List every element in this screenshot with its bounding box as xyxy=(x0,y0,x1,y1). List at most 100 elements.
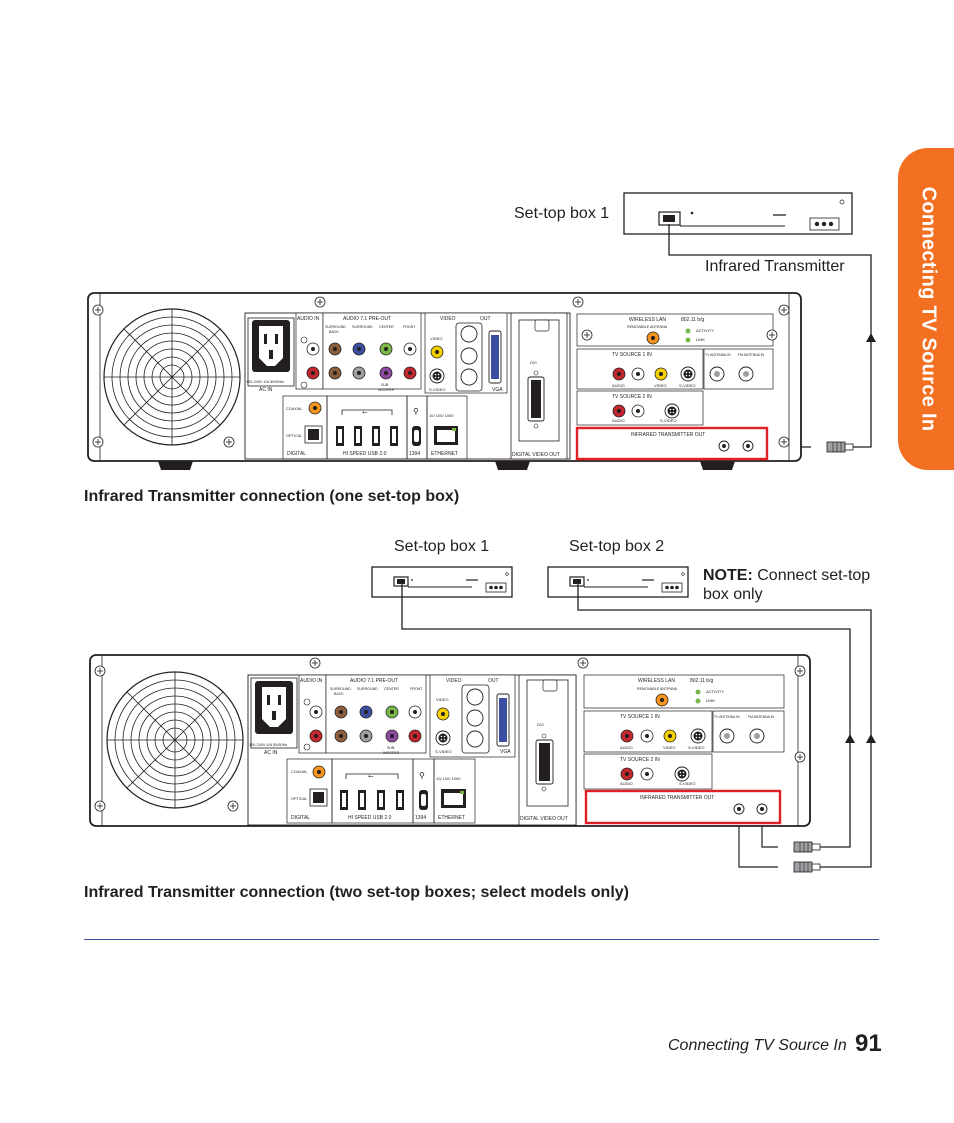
svg-text:SURROUND: SURROUND xyxy=(352,325,373,329)
svg-text:TV SOURCE 1 IN: TV SOURCE 1 IN xyxy=(620,714,660,720)
settop-box-1-device xyxy=(623,192,853,235)
svg-text:S-VIDEO: S-VIDEO xyxy=(688,745,704,750)
svg-text:VIDEO: VIDEO xyxy=(446,678,462,684)
pc-back-panel-2: 100-240V 4/A 50/60Hz AC IN AUDIO IN AUDI… xyxy=(89,654,811,827)
svg-text:WIRELESS LAN: WIRELESS LAN xyxy=(629,317,666,323)
svg-text:⭠: ⭠ xyxy=(368,773,374,780)
svg-text:⚲: ⚲ xyxy=(413,407,419,416)
note: NOTE: Connect set-top box only xyxy=(703,566,878,604)
note-text: Connect set-top box only xyxy=(703,567,871,603)
svg-text:AUDIO: AUDIO xyxy=(620,781,633,786)
svg-text:10/ 100/ 1000: 10/ 100/ 1000 xyxy=(429,413,454,418)
settop-box-1-label: Set-top box 1 xyxy=(514,205,610,222)
svg-text:WOOFER: WOOFER xyxy=(383,751,400,755)
page-number: 91 xyxy=(855,1030,882,1057)
svg-text:COAXIAL: COAXIAL xyxy=(291,770,307,774)
settop-box-2-label: Set-top box 2 xyxy=(569,538,665,555)
svg-text:VIDEO: VIDEO xyxy=(440,316,456,322)
svg-text:OPTICAL: OPTICAL xyxy=(286,434,302,438)
svg-text:DIGITAL VIDEO OUT: DIGITAL VIDEO OUT xyxy=(512,452,560,458)
svg-text:AUDIO 7.1 PRE-OUT: AUDIO 7.1 PRE-OUT xyxy=(343,316,391,322)
svg-text:AUDIO: AUDIO xyxy=(620,745,633,750)
svg-text:DIGITAL: DIGITAL xyxy=(291,815,310,821)
svg-text:S-VIDEO: S-VIDEO xyxy=(435,749,451,754)
settop-box-1-label-b: Set-top box 1 xyxy=(394,538,490,555)
infrared-transmitter-label: Infrared Transmitter xyxy=(705,258,845,275)
svg-text:AUDIO: AUDIO xyxy=(612,383,625,388)
svg-text:S-VIDEO: S-VIDEO xyxy=(679,383,695,388)
settop-box-2-device xyxy=(547,566,689,598)
svg-text:100-240V 4/A 50/60Hz: 100-240V 4/A 50/60Hz xyxy=(246,380,284,384)
svg-text:SURROUND: SURROUND xyxy=(330,687,351,691)
ir-out-highlight-1 xyxy=(575,426,769,461)
footer-title: Connecting TV Source In xyxy=(668,1037,847,1054)
svg-text:SUB: SUB xyxy=(387,746,395,750)
svg-text:VGA: VGA xyxy=(492,387,503,393)
diagram-two-settop: 100-240V 4/A 50/60Hz AC IN AUDIO IN AUDI… xyxy=(89,566,876,873)
svg-text:FM ANTENNA IN: FM ANTENNA IN xyxy=(748,715,775,719)
svg-text:VIDEO: VIDEO xyxy=(436,697,448,702)
svg-text:802.11 b/g: 802.11 b/g xyxy=(690,678,713,684)
svg-text:VIDEO: VIDEO xyxy=(430,336,442,341)
svg-text:FM ANTENNA IN: FM ANTENNA IN xyxy=(738,353,765,357)
svg-text:BACK: BACK xyxy=(329,330,339,334)
svg-text:FRONT: FRONT xyxy=(410,687,423,691)
svg-text:BACK: BACK xyxy=(334,692,344,696)
svg-text:TV SOURCE 2 IN: TV SOURCE 2 IN xyxy=(620,757,660,763)
svg-text:TV ANTENNA IN: TV ANTENNA IN xyxy=(714,715,740,719)
svg-text:S-VIDEO: S-VIDEO xyxy=(679,781,695,786)
svg-text:ACTIVITY: ACTIVITY xyxy=(696,328,714,333)
svg-text:S-VIDEO: S-VIDEO xyxy=(429,387,445,392)
svg-text:SURROUND: SURROUND xyxy=(357,687,378,691)
svg-text:100-240V 4/A 50/60Hz: 100-240V 4/A 50/60Hz xyxy=(249,743,287,747)
svg-text:OPTICAL: OPTICAL xyxy=(291,797,307,801)
svg-text:COAXIAL: COAXIAL xyxy=(286,407,302,411)
svg-text:LINK: LINK xyxy=(696,337,705,342)
svg-text:DIGITAL: DIGITAL xyxy=(287,451,306,457)
pc-back-panel-1: 100-240V 4/A 50/60Hz AC IN AUDIO IN AUDI… xyxy=(87,292,802,470)
section-tab xyxy=(898,148,954,470)
svg-text:DVI: DVI xyxy=(537,722,544,727)
svg-text:HI SPEED USB 2.0: HI SPEED USB 2.0 xyxy=(348,815,392,821)
svg-text:VIDEO: VIDEO xyxy=(663,745,675,750)
svg-text:VGA: VGA xyxy=(500,749,511,755)
svg-text:VIDEO: VIDEO xyxy=(654,383,666,388)
svg-text:DIGITAL VIDEO OUT: DIGITAL VIDEO OUT xyxy=(520,816,568,822)
svg-text:S-VIDEO: S-VIDEO xyxy=(660,418,676,423)
svg-text:HI SPEED USB 2.0: HI SPEED USB 2.0 xyxy=(343,451,387,457)
svg-text:REMOVABLE ANTENNA: REMOVABLE ANTENNA xyxy=(627,325,668,329)
svg-text:CENTER: CENTER xyxy=(384,687,399,691)
svg-text:AUDIO 7.1 PRE-OUT: AUDIO 7.1 PRE-OUT xyxy=(350,678,398,684)
svg-text:INFRARED TRANSMITTER OUT: INFRARED TRANSMITTER OUT xyxy=(631,432,705,438)
caption-one-settop: Infrared Transmitter connection (one set… xyxy=(84,488,460,505)
svg-text:WOOFER: WOOFER xyxy=(378,388,395,392)
svg-text:ETHERNET: ETHERNET xyxy=(431,451,458,457)
svg-text:1394: 1394 xyxy=(415,815,426,821)
caption-two-settop: Infrared Transmitter connection (two set… xyxy=(84,884,629,901)
svg-text:SURROUND: SURROUND xyxy=(325,325,346,329)
svg-text:⚲: ⚲ xyxy=(419,771,425,780)
svg-text:OUT: OUT xyxy=(488,678,499,684)
svg-text:FRONT: FRONT xyxy=(403,325,416,329)
svg-text:AC IN: AC IN xyxy=(259,387,273,393)
svg-text:SUB: SUB xyxy=(381,383,389,387)
svg-text:⭠: ⭠ xyxy=(362,409,368,416)
svg-text:LINK: LINK xyxy=(706,698,715,703)
svg-text:ETHERNET: ETHERNET xyxy=(438,815,465,821)
svg-text:TV SOURCE 2 IN: TV SOURCE 2 IN xyxy=(612,394,652,400)
svg-text:TV ANTENNA IN: TV ANTENNA IN xyxy=(705,353,731,357)
diagram-one-settop: 100-240V 4/A 50/60Hz AC IN AUDIO IN AUDI… xyxy=(87,192,876,470)
note-prefix: NOTE: xyxy=(703,567,753,584)
svg-text:WIRELESS LAN: WIRELESS LAN xyxy=(638,678,675,684)
svg-text:REMOVABLE ANTENNA: REMOVABLE ANTENNA xyxy=(637,687,678,691)
footer-rule xyxy=(84,939,879,940)
settop-box-1-device-b xyxy=(371,566,513,598)
svg-text:ACTIVITY: ACTIVITY xyxy=(706,689,724,694)
svg-text:AUDIO: AUDIO xyxy=(612,418,625,423)
svg-text:OUT: OUT xyxy=(480,316,491,322)
svg-text:10/ 100/ 1000: 10/ 100/ 1000 xyxy=(436,776,461,781)
svg-text:AUDIO IN: AUDIO IN xyxy=(300,678,323,684)
ir-out-highlight-2 xyxy=(584,789,782,825)
svg-text:TV SOURCE 1 IN: TV SOURCE 1 IN xyxy=(612,352,652,358)
